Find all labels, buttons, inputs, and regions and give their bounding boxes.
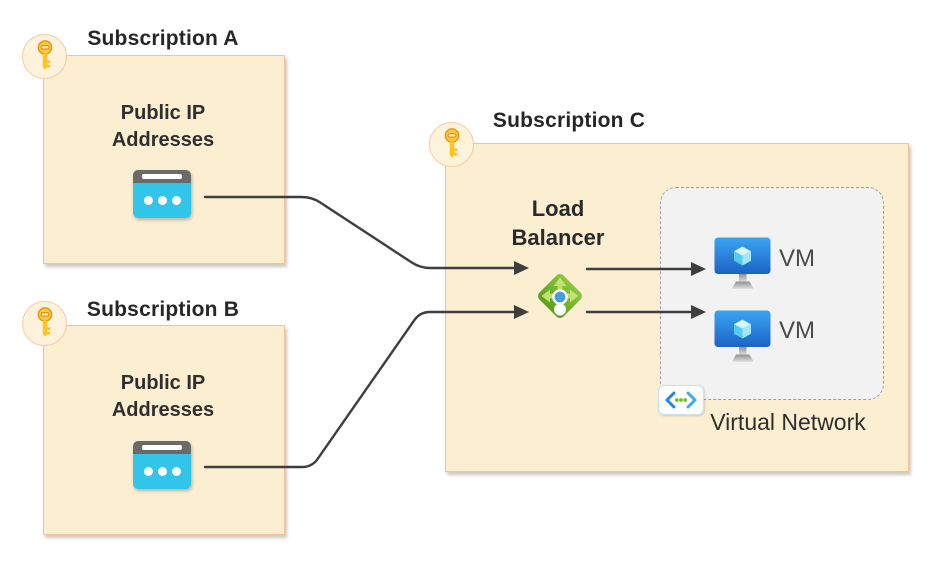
key-icon [444,128,459,158]
subscription-a-box [43,55,285,264]
subscription-a-resource-label: Public IP Addresses [43,100,283,154]
public-ip-icon [133,170,191,218]
arrowhead [691,305,706,319]
virtual-network-box [660,187,884,400]
subscription-b-box [43,325,285,535]
resource-label-line: Addresses [111,399,215,421]
public-ip-body [133,183,191,218]
public-ip-titlebar [133,441,191,454]
load-balancer-label: Load Balancer [488,194,628,252]
vm-label: VM [779,317,815,344]
resource-label-line: Addresses [111,129,215,151]
virtual-network-icon [658,385,704,415]
connector-b-to-lb [203,310,517,469]
load-balancer-label-line: Load [531,196,585,221]
connector-a-to-lb [203,195,517,270]
subscription-b-resource-label: Public IP Addresses [43,370,283,424]
public-ip-icon [133,441,191,489]
key-icon [37,40,52,70]
vm-label: VM [779,245,815,272]
subscription-b-key-badge [22,301,67,346]
subscription-a-title: Subscription A [87,27,239,50]
public-ip-body [133,454,191,489]
subscription-b-title: Subscription B [86,298,240,321]
vm-icon [714,237,772,300]
load-balancer-icon [531,267,589,330]
resource-label-line: Public IP [120,102,206,124]
key-icon [37,307,52,337]
arrowhead [514,305,529,319]
subscription-c-title: Subscription C [492,109,646,132]
virtual-network-label: Virtual Network [710,409,866,435]
resource-label-line: Public IP [120,372,206,394]
subscription-a-key-badge [22,34,67,79]
load-balancer-label-line: Balancer [511,225,605,250]
arrowhead [514,261,529,275]
subscription-c-key-badge [429,122,474,167]
public-ip-titlebar [133,170,191,183]
arrowhead [691,262,706,276]
vm-icon [714,310,772,373]
